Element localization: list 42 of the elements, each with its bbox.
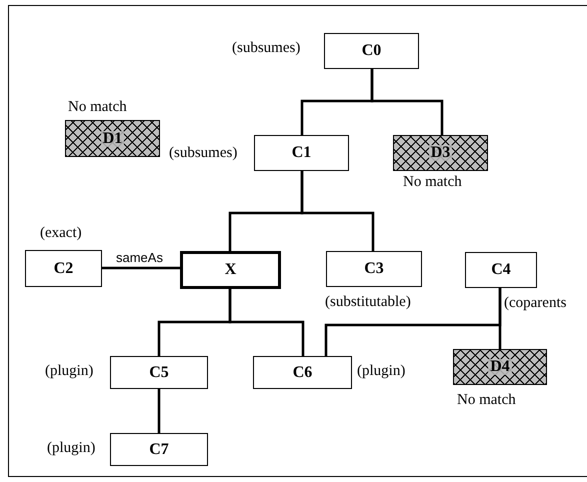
concept-box bbox=[253, 356, 352, 389]
match-annotation: (subsumes) bbox=[232, 41, 300, 56]
hatched-box bbox=[65, 120, 160, 157]
connector-line bbox=[498, 288, 502, 349]
concept-box bbox=[110, 356, 208, 389]
match-annotation: No match bbox=[457, 393, 516, 408]
concept-box bbox=[254, 135, 349, 171]
node-label: D4 bbox=[488, 359, 512, 375]
connector-line bbox=[102, 266, 180, 270]
match-annotation: No match bbox=[68, 100, 127, 115]
concept-box bbox=[25, 250, 102, 287]
concept-box bbox=[465, 252, 537, 288]
node-label: X bbox=[224, 262, 236, 278]
node-label: C1 bbox=[292, 145, 312, 161]
node-label: D3 bbox=[428, 145, 452, 161]
hatched-box bbox=[453, 349, 547, 385]
connector-line bbox=[228, 289, 304, 356]
node-label: C4 bbox=[491, 262, 511, 278]
connector-line bbox=[158, 389, 160, 433]
node-label: C0 bbox=[362, 43, 382, 59]
match-annotation: (coparents bbox=[504, 296, 566, 311]
hatched-box bbox=[393, 135, 488, 171]
match-annotation: (substitutable) bbox=[325, 295, 411, 310]
connector-line bbox=[300, 171, 374, 251]
concept-box bbox=[324, 33, 419, 69]
match-annotation: (subsumes) bbox=[169, 146, 238, 161]
node-label: C7 bbox=[149, 442, 169, 458]
node-label: C2 bbox=[54, 260, 74, 276]
edge-label: sameAs bbox=[116, 251, 163, 264]
match-annotation: No match bbox=[403, 175, 462, 190]
node-label: C5 bbox=[149, 364, 169, 380]
concept-box bbox=[326, 251, 422, 287]
concept-box bbox=[110, 433, 208, 466]
match-annotation: (exact) bbox=[40, 226, 82, 241]
node-label: D1 bbox=[100, 130, 124, 146]
match-annotation: (plugin) bbox=[47, 441, 96, 456]
match-annotation: (plugin) bbox=[357, 364, 406, 379]
connector-line bbox=[370, 69, 444, 135]
concept-box bbox=[180, 251, 281, 289]
node-label: C6 bbox=[292, 364, 312, 380]
node-label: C3 bbox=[364, 261, 384, 277]
match-annotation: (plugin) bbox=[45, 364, 94, 379]
